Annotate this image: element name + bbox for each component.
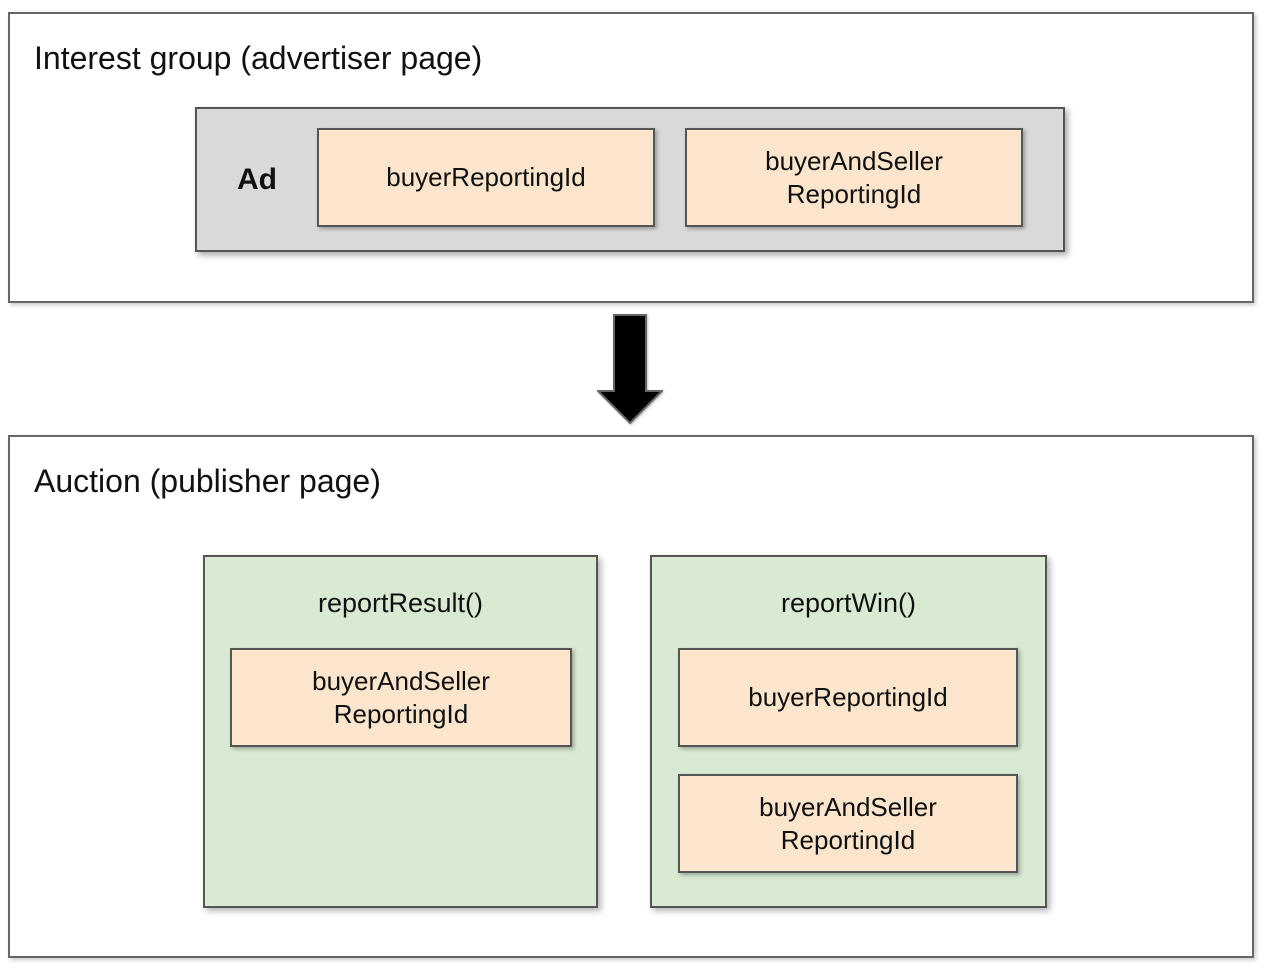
field-text-line: buyerAndSeller xyxy=(312,665,490,696)
auction-title: Auction (publisher page) xyxy=(34,463,381,499)
report-result-box: reportResult() buyerAndSeller ReportingI… xyxy=(203,555,598,908)
field-buyer-reporting-id: buyerReportingId xyxy=(317,128,655,227)
interest-group-title: Interest group (advertiser page) xyxy=(34,40,483,76)
field-text-line: buyerReportingId xyxy=(386,162,586,192)
interest-group-panel: Interest group (advertiser page) Ad buye… xyxy=(8,12,1254,303)
field-buyer-and-seller-reporting-id: buyerAndSeller ReportingId xyxy=(685,128,1023,227)
field-buyer-and-seller-reporting-id: buyerAndSeller ReportingId xyxy=(678,774,1018,873)
field-text-line: buyerAndSeller xyxy=(759,791,937,822)
ad-label: Ad xyxy=(237,162,277,196)
field-text-line: buyerAndSeller xyxy=(765,145,943,176)
down-arrow-icon xyxy=(597,314,663,424)
field-text-line: buyerReportingId xyxy=(748,682,948,712)
field-text-line: ReportingId xyxy=(786,178,922,209)
report-win-box: reportWin() buyerReportingId buyerAndSel… xyxy=(650,555,1047,908)
field-buyer-reporting-id: buyerReportingId xyxy=(678,648,1018,747)
report-win-title: reportWin() xyxy=(780,588,916,618)
auction-panel: Auction (publisher page) reportResult() … xyxy=(8,435,1254,958)
field-text-line: ReportingId xyxy=(780,824,916,855)
field-text-line: ReportingId xyxy=(333,698,469,729)
field-buyer-and-seller-reporting-id: buyerAndSeller ReportingId xyxy=(230,648,572,747)
ad-container: Ad buyerReportingId buyerAndSeller Repor… xyxy=(195,107,1065,252)
report-result-title: reportResult() xyxy=(317,588,484,618)
